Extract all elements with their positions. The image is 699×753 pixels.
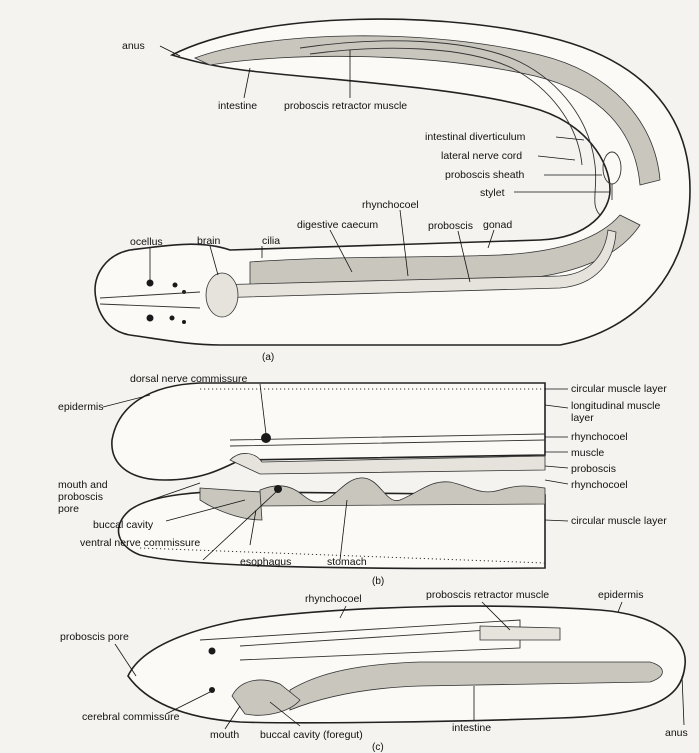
- worm-c-proboscis-retractor: [479, 625, 561, 641]
- label-circular-muscle-layer-bottom: circular muscle layer: [571, 515, 667, 527]
- label-mouth-and-proboscis-pore-l2: proboscis: [58, 491, 103, 503]
- worm-c-intestine: [289, 661, 663, 711]
- label-proboscis-retractor-muscle-c: proboscis retractor muscle: [426, 589, 549, 601]
- figure-b-leaders: [102, 383, 569, 561]
- figure-c: rhynchocoel proboscis retractor muscle e…: [60, 589, 688, 753]
- label-proboscis-a: proboscis: [428, 220, 473, 232]
- worm-a-proboscis-coil: [299, 40, 601, 216]
- figure-a: anus intestine proboscis retractor muscl…: [94, 18, 691, 363]
- label-intestinal-diverticulum: intestinal diverticulum: [425, 131, 526, 143]
- caption-b: (b): [372, 576, 384, 587]
- label-gonad: gonad: [483, 219, 512, 231]
- worm-a-proboscis: [209, 229, 617, 299]
- caption-c: (c): [372, 742, 384, 753]
- caption-a: (a): [262, 352, 274, 363]
- label-esophagus: esophagus: [240, 556, 291, 568]
- label-epidermis-b: epidermis: [58, 401, 104, 413]
- label-dorsal-nerve-commissure: dorsal nerve commissure: [130, 373, 247, 385]
- label-proboscis-pore: proboscis pore: [60, 631, 129, 643]
- worm-b-upper-lobe: [111, 382, 546, 481]
- label-cilia: cilia: [262, 235, 280, 247]
- label-proboscis-retractor-muscle-a: proboscis retractor muscle: [284, 100, 407, 112]
- label-muscle: muscle: [571, 447, 604, 459]
- label-rhynchocoel-c: rhynchocoel: [305, 593, 362, 605]
- label-longitudinal-muscle-layer-l2: layer: [571, 412, 594, 424]
- label-buccal-cavity-foregut: buccal cavity (foregut): [260, 729, 363, 741]
- label-anus-a: anus: [122, 40, 145, 52]
- worm-a-brain: [205, 272, 239, 318]
- label-anus-c: anus: [665, 727, 688, 739]
- label-intestine-c: intestine: [452, 722, 491, 734]
- label-rhynchocoel-a: rhynchocoel: [362, 199, 419, 211]
- figure-c-leaders: [114, 601, 685, 730]
- label-buccal-cavity-b: buccal cavity: [93, 519, 154, 531]
- label-proboscis-sheath: proboscis sheath: [445, 169, 525, 181]
- worm-b-proboscis: [229, 453, 546, 475]
- label-rhynchocoel-b-lower: rhynchocoel: [571, 479, 628, 491]
- worm-b-stomach: [259, 477, 546, 507]
- label-ocellus: ocellus: [130, 236, 163, 248]
- worm-b-dorsal-nerve-commissure: [261, 433, 271, 443]
- figure-a-leaders: [149, 45, 610, 283]
- worm-a-body: [94, 18, 691, 346]
- label-mouth-and-proboscis-pore-l1: mouth and: [58, 479, 108, 491]
- worm-b-ventral-nerve-commissure: [274, 485, 282, 493]
- label-stomach: stomach: [327, 556, 367, 568]
- label-mouth-c: mouth: [210, 729, 239, 741]
- label-lateral-nerve-cord: lateral nerve cord: [441, 150, 522, 162]
- label-rhynchocoel-b-upper: rhynchocoel: [571, 431, 628, 443]
- label-proboscis-b: proboscis: [571, 463, 616, 475]
- label-cerebral-commissure: cerebral commissure: [82, 711, 180, 723]
- label-intestine-a: intestine: [218, 100, 257, 112]
- worm-c-buccal-cavity: [231, 679, 301, 716]
- label-digestive-caecum: digestive caecum: [297, 219, 378, 231]
- worm-a-intestine-upper: [193, 35, 661, 186]
- figure-b: dorsal nerve commissure epidermis mouth …: [58, 373, 667, 587]
- label-epidermis-c: epidermis: [598, 589, 644, 601]
- label-longitudinal-muscle-layer-l1: longitudinal muscle: [571, 400, 660, 412]
- label-circular-muscle-layer-top: circular muscle layer: [571, 383, 667, 395]
- worm-c-cerebral-commissure: [209, 687, 215, 693]
- label-ventral-nerve-commissure: ventral nerve commissure: [80, 537, 200, 549]
- label-mouth-and-proboscis-pore-l3: pore: [58, 503, 79, 515]
- label-brain: brain: [197, 235, 221, 247]
- label-stylet: stylet: [480, 187, 505, 199]
